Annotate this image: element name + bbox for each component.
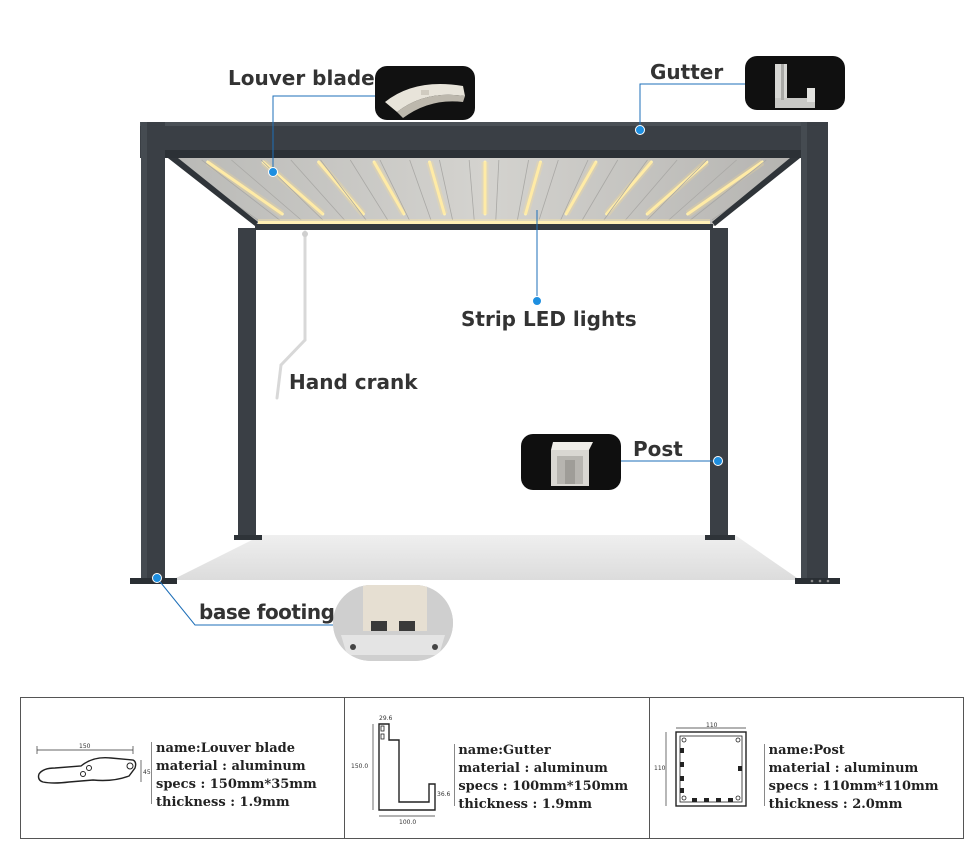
dot-post [713, 456, 723, 466]
spec-cell-louver: 150 45 name:Louver blade material : alum… [21, 698, 346, 838]
gutter-dim-height: 150.0 [351, 763, 368, 770]
post-label: Post [633, 437, 683, 461]
blade-seam [201, 159, 280, 221]
gutter-photo [745, 56, 845, 110]
blade-seam [320, 159, 367, 221]
led-line [372, 160, 406, 216]
base-footing-photo [333, 585, 453, 661]
hand-crank [275, 230, 307, 400]
blade-seam [231, 159, 302, 221]
blade-seam [603, 159, 648, 221]
blade-seam [581, 159, 619, 221]
hand-crank-label: Hand crank [289, 370, 418, 394]
blade-seam [409, 159, 432, 221]
gutter-profile-drawing: 29.6 150.0 100.0 36.6 [351, 715, 451, 826]
back-right-post [710, 228, 728, 538]
gutter-spec-text: name:Gutter material : aluminum specs : … [458, 742, 628, 814]
led-glow [205, 159, 285, 217]
spec-cell-post: 110 110 name:Post material : aluminum sp… [650, 698, 963, 838]
led-glow [563, 160, 599, 216]
led-glow [685, 159, 765, 217]
gutter-dim-lip: 36.6 [437, 791, 451, 798]
blade-seam [495, 159, 500, 221]
back-left-post [238, 228, 256, 538]
blade-seam [468, 159, 475, 221]
led-line [686, 160, 764, 216]
floor [172, 535, 800, 580]
louver-spec-size: specs : 150mm*35mm [156, 777, 317, 792]
gutter-label: Gutter [650, 60, 724, 84]
louver-dim-width: 150 [79, 743, 91, 750]
post-spec-material: material : aluminum [768, 761, 919, 776]
louver-spec-name: name:Louver blade [156, 741, 295, 756]
gutter-dim-top: 29.6 [379, 715, 393, 722]
led-line [645, 160, 709, 216]
blade-seam [668, 159, 737, 221]
blade-seam [290, 159, 345, 221]
leader-gutter [639, 83, 748, 130]
led-line [524, 160, 542, 216]
gutter-dim-base: 100.0 [399, 819, 416, 826]
led-line [317, 160, 365, 216]
pergola-illustration [130, 83, 840, 626]
post-spec-size: specs : 110mm*110mm [768, 779, 939, 794]
strip-led-label: Strip LED lights [461, 307, 637, 331]
gutter-spec-material: material : aluminum [458, 761, 608, 776]
post-dim-width: 110 [706, 722, 718, 729]
post-photo [521, 434, 621, 490]
dot-gutter [635, 125, 645, 135]
led-strip [258, 221, 710, 225]
led-line [564, 160, 598, 216]
led-line [206, 160, 284, 216]
spec-cell-gutter: 29.6 150.0 100.0 36.6 name:Gutter materi… [345, 698, 650, 838]
led-line [428, 160, 446, 216]
louver-profile-drawing: 150 45 [36, 743, 151, 784]
post-profile-drawing: 110 110 [654, 722, 747, 807]
louver-spec-thickness: thickness : 1.9mm [156, 795, 290, 810]
louver-blades [171, 159, 797, 221]
blade-seam [560, 159, 589, 221]
led-glow [522, 161, 544, 215]
dot-led [532, 296, 542, 306]
blade-seam [690, 159, 767, 221]
blade-seam [349, 159, 389, 221]
louver-dim-height: 45 [143, 769, 151, 776]
louver-blade-label: Louver blade [228, 66, 375, 90]
base-footing-label: base footing [199, 600, 335, 624]
gutter-spec-name: name:Gutter [458, 743, 551, 758]
post-dim-height: 110 [654, 765, 666, 772]
dot-footing [152, 573, 162, 583]
louver-spec-text: name:Louver blade material : aluminum sp… [156, 740, 317, 812]
leader-louver [272, 95, 380, 172]
gutter-spec-size: specs : 100mm*150mm [458, 779, 629, 794]
gutter-spec-thickness: thickness : 1.9mm [458, 797, 592, 812]
blade-seam [439, 159, 453, 221]
led-glow [426, 161, 448, 215]
post-spec-text: name:Post material : aluminum specs : 11… [769, 742, 939, 814]
led-glow [371, 160, 407, 216]
post-spec-name: name:Post [768, 743, 845, 758]
post-spec-thickness: thickness : 2.0mm [768, 797, 903, 812]
leader-footing [156, 577, 333, 626]
front-right-foot [795, 578, 840, 584]
spec-table: 150 45 name:Louver blade material : alum… [20, 697, 964, 839]
blade-seam [379, 159, 410, 221]
blade-seam [517, 159, 529, 221]
blade-seam [646, 159, 708, 221]
blade-seam [625, 159, 678, 221]
dot-louver [268, 167, 278, 177]
blade-seam [538, 159, 559, 221]
led-glow [315, 159, 367, 217]
louver-blade-photo [375, 66, 475, 120]
led-glow [644, 159, 710, 217]
louver-spec-material: material : aluminum [156, 759, 306, 774]
